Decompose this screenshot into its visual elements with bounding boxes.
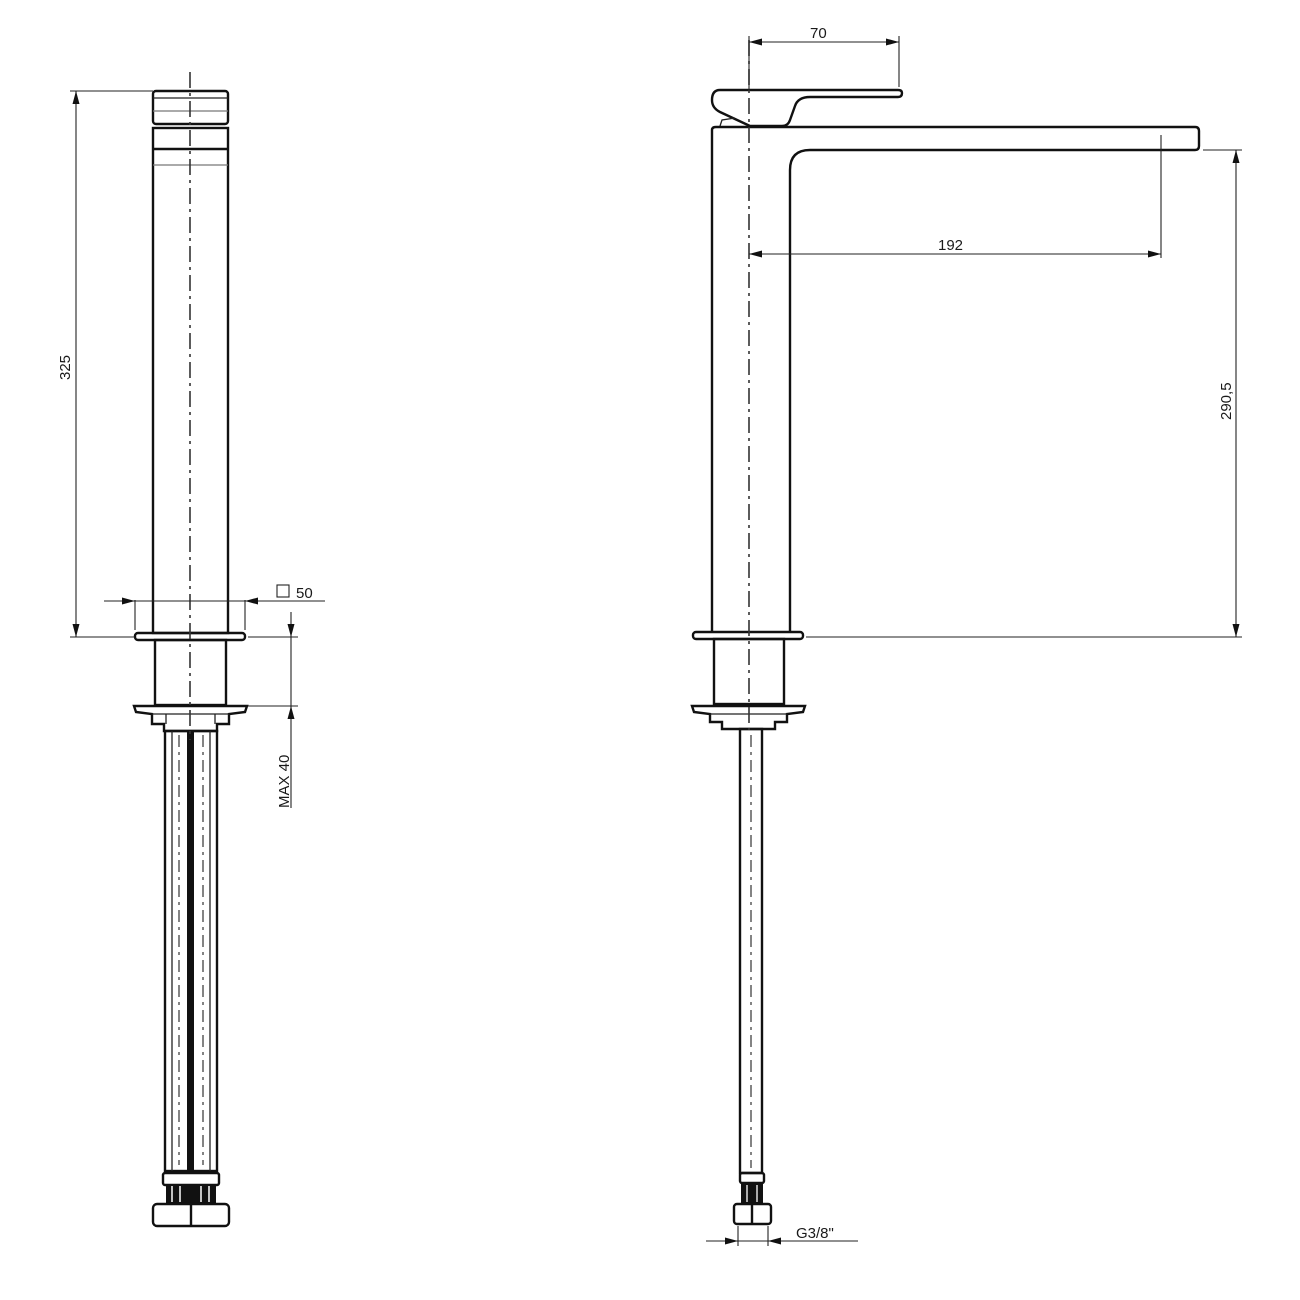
lever-handle [710,88,904,128]
hose-fitting [738,1171,766,1185]
arrow-icon [245,597,258,605]
dim-thread: G3/8" [796,1225,834,1242]
dim-base-square: 50 [296,585,313,602]
arrow-icon [749,38,762,46]
arrow-icon [287,706,295,719]
arrow-icon [725,1237,738,1245]
arrow-icon [1232,624,1240,637]
dim-spout-height: 290,5 [1218,382,1235,420]
arrow-icon [72,624,80,637]
arrow-icon [749,250,762,258]
arrow-icon [768,1237,781,1245]
dim-spout-reach: 192 [938,237,963,254]
body-spout [710,125,1201,633]
hose-center-solid [187,731,194,1171]
arrow-icon [886,38,899,46]
hose-fitting [161,1171,221,1187]
arrow-icon [287,624,295,637]
arrow-icon [122,597,135,605]
shank [712,637,786,706]
knurled-fitting [166,1185,216,1203]
knurled-fitting [741,1183,763,1203]
lever-base [719,117,736,127]
arrow-icon [1232,150,1240,163]
arrow-icon [72,91,80,104]
dim-max-deck: MAX 40 [276,755,293,808]
square-symbol-icon [276,584,290,598]
dim-lever-length: 70 [810,25,827,42]
front-view: 70 192 290,5 G3/8" [690,25,1242,1246]
arrow-icon [1148,250,1161,258]
dim-total-height: 325 [57,355,74,380]
side-view: 325 50 MAX 40 [57,72,325,1228]
